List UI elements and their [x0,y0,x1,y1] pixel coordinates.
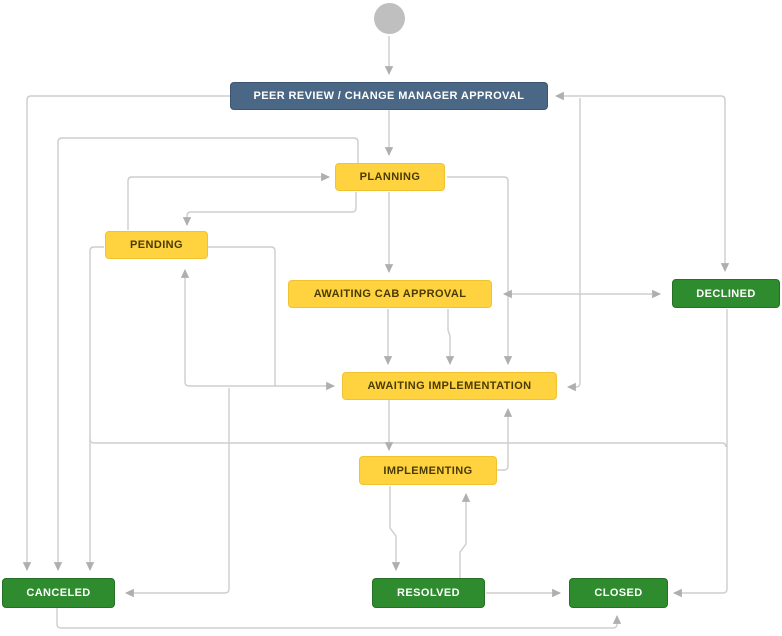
edge-pending-to-canceled [85,246,104,572]
node-label: RESOLVED [397,587,460,599]
edge-planning-to-canceled [53,137,359,572]
node-label: AWAITING IMPLEMENTATION [367,380,532,392]
edge-declined-to-closed [672,309,728,598]
node-label: AWAITING CAB APPROVAL [313,288,467,300]
node-closed[interactable]: CLOSED [569,578,668,608]
node-awaiting-cab-approval[interactable]: AWAITING CAB APPROVAL [288,280,492,308]
edge-long-horizontal-corridor [89,438,727,448]
node-label: DECLINED [696,287,756,300]
node-planning[interactable]: PLANNING [335,163,445,191]
edge-cab-bottom-to-awaiting-impl [445,309,455,366]
edge-planning-to-pending [182,192,357,227]
node-canceled[interactable]: CANCELED [2,578,115,608]
node-peer-review-change-manager-approval[interactable]: PEER REVIEW / CHANGE MANAGER APPROVAL [230,82,548,110]
node-implementing[interactable]: IMPLEMENTING [359,456,497,485]
edge-right-loop-to-awaiting-impl [566,98,581,392]
edge-corridor-to-canceled-right [124,388,230,598]
node-label: CANCELED [26,587,91,599]
edge-implementing-to-resolved [389,486,401,572]
edge-right-loop-to-peer-review [554,91,726,101]
edge-canceled-to-closed [56,608,622,629]
edge-pending-right-down [208,246,276,386]
edge-implementing-to-awaiting-impl [497,407,513,471]
edge-pending-to-planning [127,172,331,230]
node-awaiting-implementation[interactable]: AWAITING IMPLEMENTATION [342,372,557,400]
start-node[interactable] [374,3,405,34]
edge-corridor-to-pending-bottom [180,268,275,387]
node-label: CLOSED [594,587,643,599]
node-label: PENDING [130,239,183,251]
node-pending[interactable]: PENDING [105,231,208,259]
node-label: PLANNING [359,171,421,183]
node-label: IMPLEMENTING [383,464,473,477]
edge-planning-right-to-awaiting-impl [447,176,513,366]
edge-resolved-to-implementing [459,492,471,578]
node-resolved[interactable]: RESOLVED [372,578,485,608]
node-declined[interactable]: DECLINED [672,279,780,308]
edge-peer-review-to-canceled [22,95,230,572]
node-label: PEER REVIEW / CHANGE MANAGER APPROVAL [253,90,525,102]
